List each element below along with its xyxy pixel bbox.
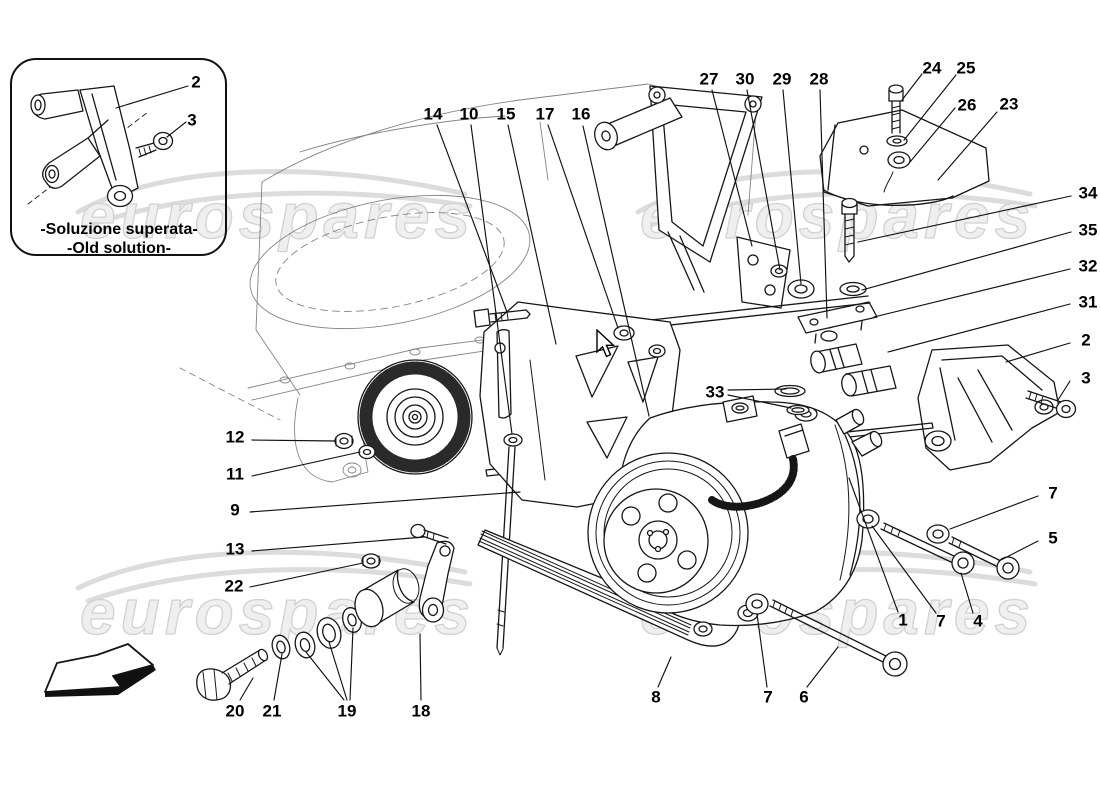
part-callout-13: 13 <box>225 539 245 559</box>
bracket-bolt-3 <box>1025 390 1077 419</box>
compressor-bracket-2 <box>917 344 1061 471</box>
part-callout-31: 31 <box>1078 292 1098 312</box>
part-callout-8: 8 <box>651 687 661 707</box>
watermark-text: eurospares <box>80 180 475 252</box>
part-callout-5: 5 <box>1048 528 1058 548</box>
part-callout-33: 33 <box>705 382 725 402</box>
inset-caption-italian: -Soluzione superata- <box>40 221 198 238</box>
cover-plate-bolt-24-25-26 <box>883 84 911 193</box>
ac-compressor <box>587 384 883 637</box>
engine-block-drawing <box>179 83 757 483</box>
part-callout-2: 2 <box>191 72 201 92</box>
direction-arrow <box>44 643 156 697</box>
part-callout-7: 7 <box>763 687 773 707</box>
part-callout-12: 12 <box>225 427 245 447</box>
part-callout-2: 2 <box>1081 330 1091 350</box>
part-callout-29: 29 <box>772 69 792 89</box>
part-callout-16: 16 <box>571 104 591 124</box>
part-callout-6: 6 <box>799 687 809 707</box>
part-callout-3: 3 <box>1081 368 1091 388</box>
part-callout-20: 20 <box>225 701 245 721</box>
part-callout-28: 28 <box>809 69 829 89</box>
bolts-4-5-washers-7 <box>856 509 1020 580</box>
part-callout-34: 34 <box>1078 183 1098 203</box>
part-callout-27: 27 <box>699 69 719 89</box>
part-callout-26: 26 <box>957 95 977 115</box>
hose-fittings-31 <box>810 343 897 397</box>
part-callout-9: 9 <box>230 500 240 520</box>
part-callout-11: 11 <box>226 464 244 484</box>
part-callout-35: 35 <box>1078 220 1098 240</box>
part-callout-32: 32 <box>1078 256 1098 276</box>
pulley-nut-washer-11-12 <box>334 432 376 460</box>
part-callout-3: 3 <box>187 110 197 130</box>
idler-pulley <box>357 359 473 475</box>
bracket-bolt-14 <box>473 308 531 328</box>
part-callout-7: 7 <box>936 611 946 631</box>
mouse-cursor-icon <box>596 328 616 359</box>
part-callout-30: 30 <box>735 69 755 89</box>
part-callout-1: 1 <box>898 610 908 630</box>
part-callout-17: 17 <box>535 104 555 124</box>
pipe-clamp-32 <box>797 301 878 344</box>
part-callout-23: 23 <box>999 94 1019 114</box>
part-callout-18: 18 <box>411 701 431 721</box>
part-callout-22: 22 <box>224 576 244 596</box>
part-callout-14: 14 <box>423 104 443 124</box>
part-callout-15: 15 <box>496 104 516 124</box>
part-callout-25: 25 <box>956 58 976 78</box>
part-callout-10: 10 <box>459 104 479 124</box>
inset-caption-english: -Old solution- <box>67 240 171 257</box>
part-callout-24: 24 <box>922 58 942 78</box>
part-callout-19: 19 <box>337 701 357 721</box>
part-callout-21: 21 <box>262 701 282 721</box>
tensioner-hardware <box>196 523 455 701</box>
part-callout-4: 4 <box>973 611 983 631</box>
compressor-bolt-6 <box>769 599 908 677</box>
part-callout-7: 7 <box>1048 483 1058 503</box>
bracket-bolt-34-35 <box>839 197 867 297</box>
old-solution-inset-box <box>10 58 227 256</box>
leader-lines <box>115 73 1072 701</box>
